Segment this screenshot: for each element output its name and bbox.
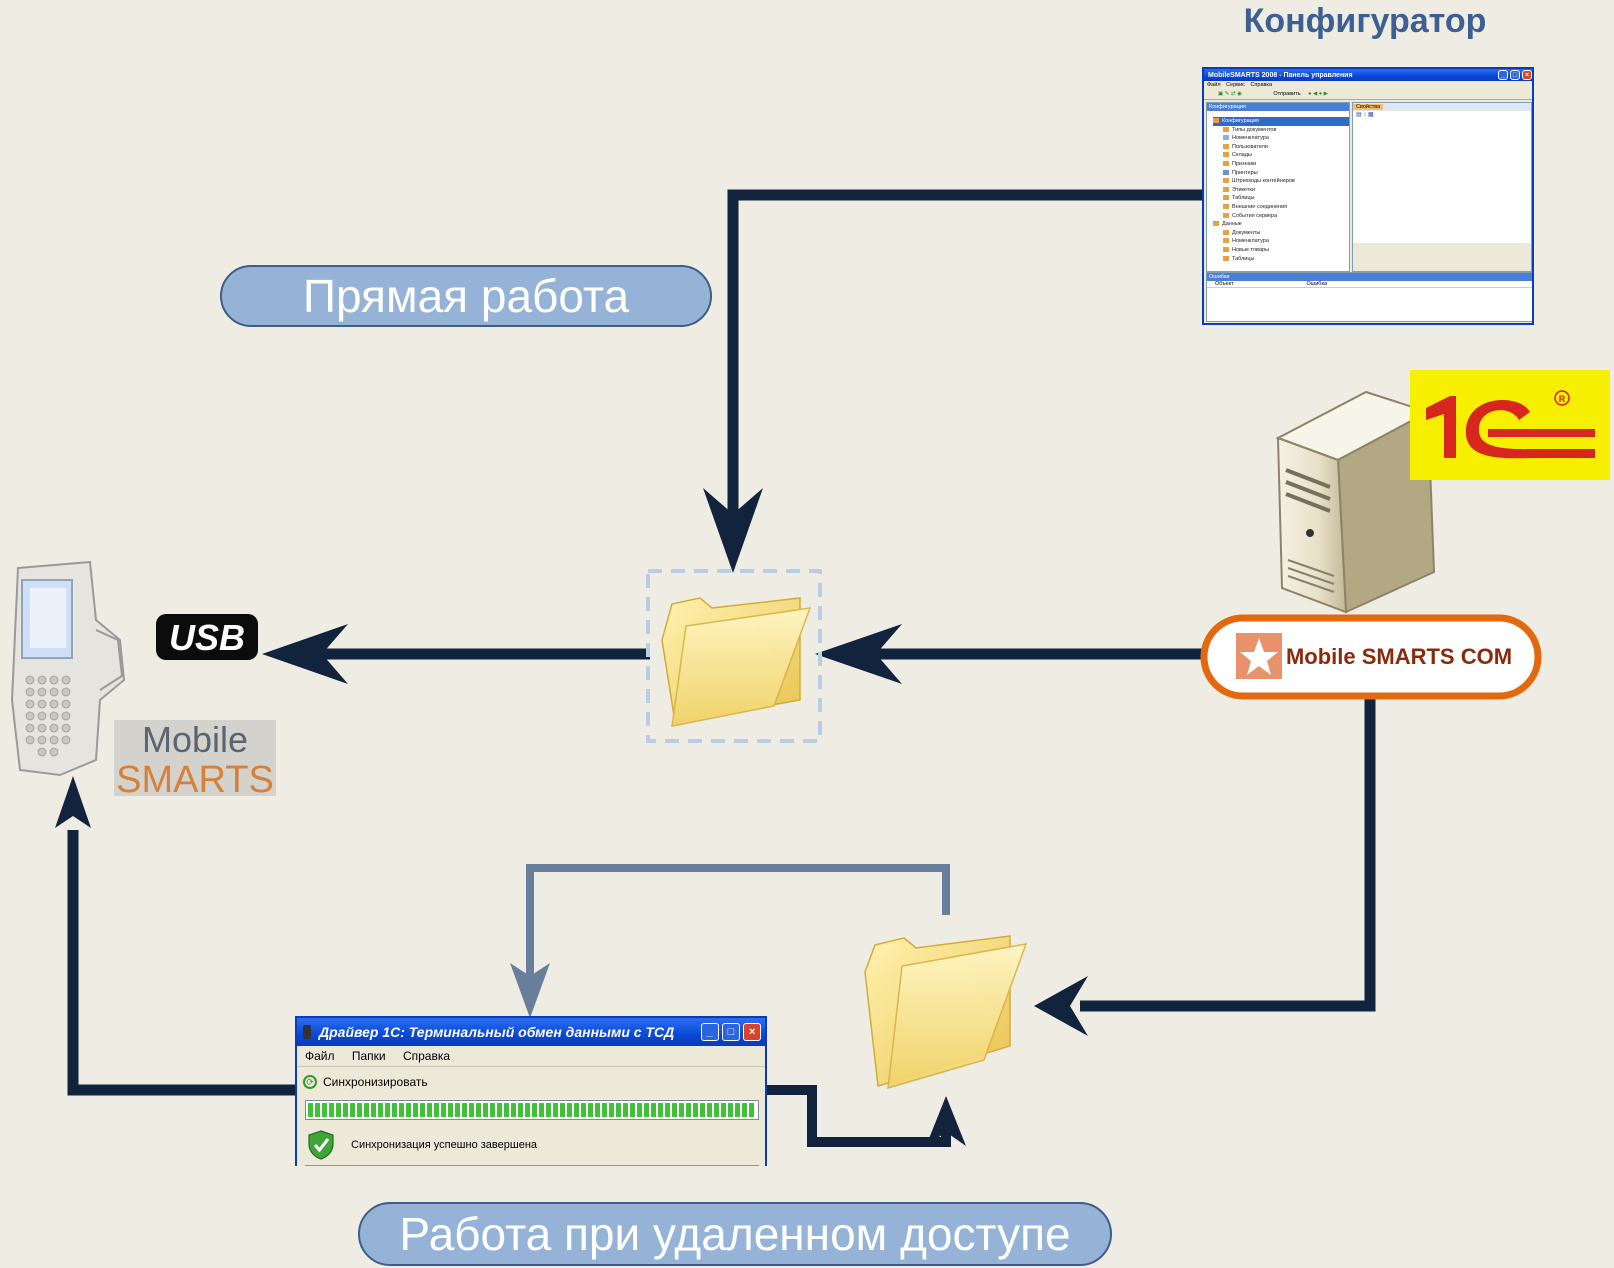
- tree-item[interactable]: Типы документов: [1213, 126, 1349, 135]
- driver-menu-file[interactable]: Файл: [305, 1049, 335, 1063]
- config-menu-file[interactable]: Файл: [1207, 82, 1221, 88]
- configurator-menubar: Файл Сервис Справка: [1204, 81, 1532, 89]
- tree-item[interactable]: Пользователи: [1213, 143, 1349, 152]
- usb-label: USB: [169, 617, 245, 658]
- tree-item[interactable]: Таблицы: [1213, 194, 1349, 203]
- mobile-terminal-icon[interactable]: [10, 560, 126, 777]
- toolbar-send-button[interactable]: Отправить: [1273, 91, 1301, 97]
- driver-titlebar: Драйвер 1С: Терминальный обмен данными с…: [297, 1018, 765, 1046]
- properties-panel: Свойства ▤ ↕ ▦: [1352, 102, 1532, 272]
- configuration-tree-panel: Конфигурация Конфигурация Типы документо…: [1206, 102, 1350, 272]
- logo-1c: 1С R: [1410, 370, 1610, 480]
- close-icon[interactable]: ×: [743, 1023, 761, 1041]
- tree-item[interactable]: Новые товары: [1213, 246, 1349, 255]
- driver-menu-help[interactable]: Справка: [402, 1049, 451, 1063]
- central-folder-selection: [646, 569, 822, 743]
- arrowhead-left-usb: [262, 624, 348, 684]
- tree-item[interactable]: Данные: [1213, 220, 1349, 229]
- driver-window-title: Драйвер 1С: Терминальный обмен данными с…: [319, 1024, 675, 1040]
- sync-button[interactable]: ⟳ Синхронизировать: [303, 1072, 428, 1092]
- arrowhead-left-central-folder: [815, 624, 902, 684]
- arrow-configurator-to-folder: [727, 189, 1205, 520]
- driver-menubar: Файл Папки Справка: [297, 1046, 765, 1067]
- tree-item[interactable]: Штрихкоды контейнеров: [1213, 177, 1349, 186]
- com-star-icon: [1236, 633, 1282, 679]
- tree-item[interactable]: Таблицы: [1213, 255, 1349, 264]
- arrowhead-up-remote-folder: [926, 1096, 966, 1146]
- arrow-driver-to-remote-folder: [765, 1085, 951, 1147]
- sync-progress-fill: [308, 1103, 756, 1117]
- tree-item[interactable]: События сервера: [1213, 212, 1349, 221]
- sync-progress-bar: [305, 1100, 759, 1120]
- arrowhead-up-device: [55, 776, 91, 828]
- configurator-title: Конфигуратор: [1243, 2, 1487, 40]
- arrow-com-to-remote-folder: [1080, 695, 1376, 1012]
- brand-line1: Mobile: [142, 719, 248, 760]
- arrow-driver-to-device: [67, 830, 300, 1096]
- brand-line2: SMARTS: [116, 759, 274, 801]
- svg-text:R: R: [1559, 394, 1566, 404]
- maximize-icon[interactable]: □: [722, 1023, 740, 1041]
- driver-window[interactable]: Драйвер 1С: Терминальный обмен данными с…: [295, 1016, 767, 1166]
- config-menu-help[interactable]: Справка: [1250, 82, 1273, 88]
- tree-item[interactable]: Склады: [1213, 151, 1349, 160]
- driver-menu-folders[interactable]: Папки: [351, 1049, 386, 1063]
- tree-item[interactable]: Номенклатура: [1213, 237, 1349, 246]
- tree-item[interactable]: Принтеры: [1213, 169, 1349, 178]
- remote-folder-icon[interactable]: [864, 935, 1028, 1090]
- errors-col-error[interactable]: Ошибка: [1306, 281, 1328, 287]
- sync-status: Синхронизация успешно завершена: [307, 1130, 537, 1160]
- mobile-smarts-logo: Mobile SMARTS: [114, 719, 276, 801]
- tree-item[interactable]: Номенклатура: [1213, 134, 1349, 143]
- configurator-window-title: MobileSMARTS 2008 - Панель управления: [1208, 71, 1353, 79]
- tree-item[interactable]: Признаки: [1213, 160, 1349, 169]
- errors-panel: Ошибки Объект Ошибка: [1206, 272, 1532, 322]
- errors-col-object[interactable]: Объект: [1215, 281, 1234, 287]
- arrowhead-down-central-folder: [703, 488, 763, 573]
- errors-panel-header: Ошибки: [1207, 273, 1532, 281]
- direct-work-label: Прямая работа: [220, 265, 712, 327]
- tree-panel-header: Конфигурация: [1207, 103, 1349, 111]
- arrow-remote-folder-to-driver: [526, 864, 950, 980]
- configurator-window[interactable]: MobileSMARTS 2008 - Панель управления _ …: [1202, 67, 1534, 325]
- tree-item[interactable]: Этикетки: [1213, 186, 1349, 195]
- toolbar-icons[interactable]: ▣ ✎ ⇄ ◉: [1218, 91, 1244, 97]
- configurator-toolbar: ▣ ✎ ⇄ ◉ Отправить ● ◀ ● ▶: [1204, 89, 1532, 100]
- tree-item[interactable]: Документы: [1213, 229, 1349, 238]
- arrowhead-left-remote-folder: [1034, 976, 1088, 1036]
- maximize-icon[interactable]: □: [1510, 70, 1520, 80]
- config-menu-service[interactable]: Сервис: [1226, 82, 1245, 88]
- sync-icon: ⟳: [303, 1075, 317, 1089]
- minimize-icon[interactable]: _: [701, 1023, 719, 1041]
- com-component-box[interactable]: [1200, 614, 1542, 700]
- toolbar-nav-icons[interactable]: ● ◀ ● ▶: [1308, 91, 1328, 97]
- properties-sort-icons[interactable]: ▤ ↕ ▦: [1356, 112, 1374, 118]
- com-component-label: Mobile SMARTS COM: [1286, 644, 1512, 669]
- tree-item[interactable]: Внешние соединения: [1213, 203, 1349, 212]
- usb-logo: USB: [156, 614, 258, 660]
- remote-work-label: Работа при удаленном доступе: [358, 1202, 1112, 1266]
- properties-tab[interactable]: Свойства: [1353, 104, 1384, 110]
- sync-button-label: Синхронизировать: [323, 1075, 428, 1089]
- shield-check-icon: [308, 1130, 334, 1160]
- driver-app-icon: [303, 1025, 311, 1039]
- arrowhead-down-driver: [510, 963, 550, 1018]
- tree-item[interactable]: Конфигурация: [1213, 117, 1349, 126]
- configurator-titlebar: MobileSMARTS 2008 - Панель управления _ …: [1204, 69, 1532, 81]
- central-folder-icon[interactable]: [661, 597, 812, 727]
- minimize-icon[interactable]: _: [1498, 70, 1508, 80]
- configuration-tree: Конфигурация Типы документов Номенклатур…: [1207, 111, 1349, 263]
- sync-status-text: Синхронизация успешно завершена: [351, 1139, 538, 1151]
- close-icon[interactable]: ×: [1522, 70, 1532, 80]
